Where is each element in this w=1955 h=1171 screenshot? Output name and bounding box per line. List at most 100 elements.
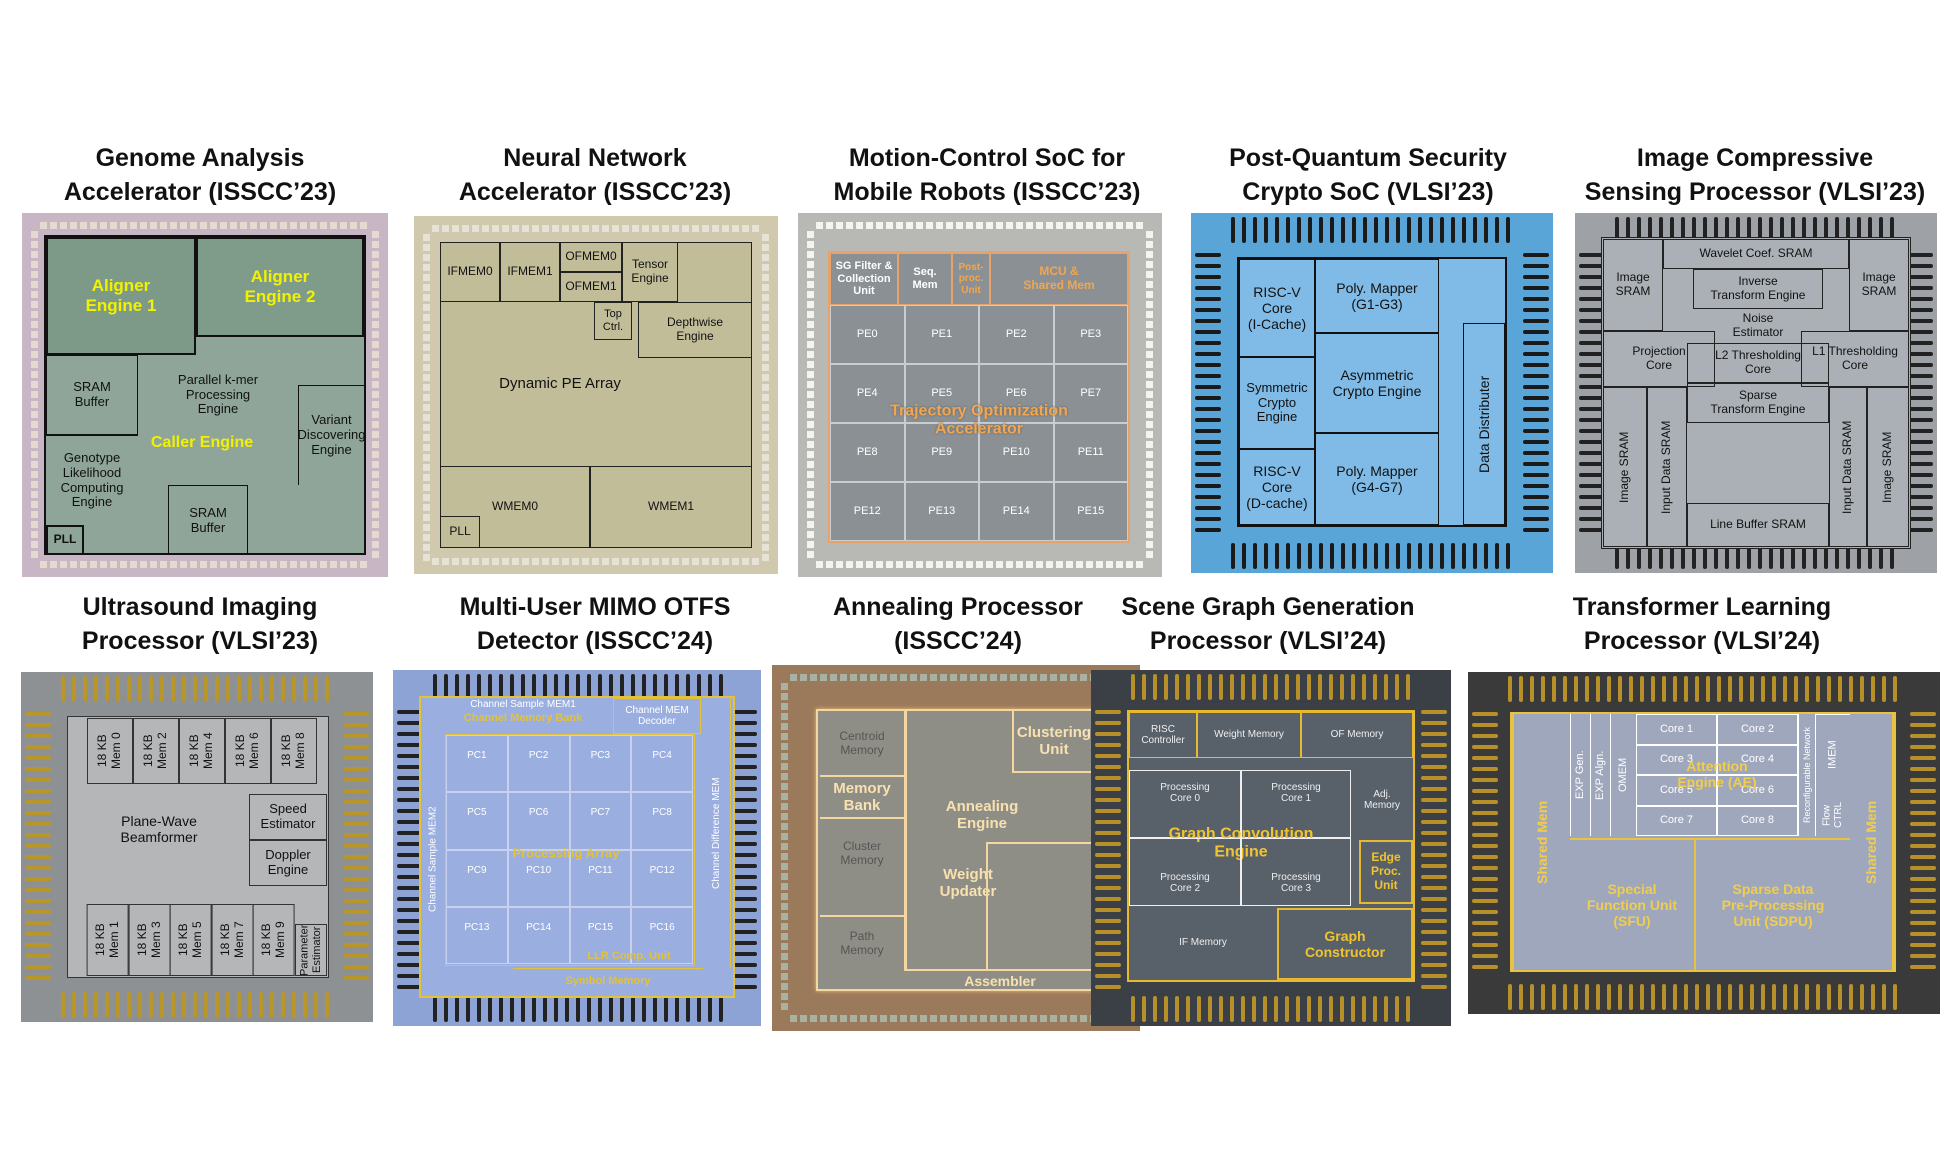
- pe-cell: PE1: [904, 305, 979, 364]
- die-photo-scene: RISC Controller Weight Memory OF Memory …: [1091, 670, 1451, 1026]
- block-flow-ctrl: Flow CTRL: [1821, 801, 1845, 829]
- core-cell: Core 1: [1636, 714, 1717, 745]
- chip-title-annealing: Annealing Processor (ISSCC’24): [780, 590, 1136, 658]
- pc-cell: PC13: [446, 906, 508, 964]
- block-channel-sample-mem1: Channel Sample MEM1: [470, 699, 576, 711]
- die-photo-neural: IFMEM0 IFMEM1 OFMEM0 OFMEM1 Tensor Engin…: [414, 216, 778, 574]
- block-symbol-memory: Symbol Memory: [513, 968, 703, 994]
- block-pll: PLL: [46, 525, 84, 555]
- title-line-2: Processor (VLSI’23): [81, 627, 319, 655]
- block-line-buffer: Line Buffer SRAM: [1687, 503, 1829, 547]
- block-memory-bank: Memory Bank: [820, 775, 904, 819]
- block-mcu: MCU & Shared Mem: [990, 253, 1128, 305]
- core-cell: Core 3: [1636, 744, 1717, 775]
- block-symmetric-crypto: Symmetric Crypto Engine: [1239, 357, 1315, 449]
- title-line-2: (ISSCC’24): [894, 627, 1022, 655]
- pc-cell: PC11: [569, 849, 632, 907]
- block-pll: PLL: [440, 516, 480, 548]
- block-annealing-engine: Annealing Engine: [945, 797, 1019, 832]
- block-adj-memory: Adj. Memory: [1363, 788, 1401, 812]
- pe-cell: PE12: [830, 482, 905, 541]
- block-assembler: Assembler: [904, 969, 1096, 991]
- chip-title-pq: Post-Quantum Security Crypto SoC (VLSI’2…: [1190, 141, 1546, 209]
- block-sdpu: Sparse Data Pre-Processing Unit (SDPU): [1696, 838, 1850, 970]
- mem-bottom-block: 18 KB Mem 9: [253, 904, 295, 976]
- die-photo-motion: SG Filter & Collection Unit Seq. Mem Pos…: [798, 213, 1162, 577]
- block-speed-estimator: Speed Estimator: [249, 794, 327, 840]
- block-kmer-engine: Parallel k-mer Processing Engine: [177, 371, 259, 417]
- block-input-data-sram-l: Input Data SRAM: [1647, 387, 1687, 547]
- block-post-proc: Post- proc. Unit: [952, 253, 990, 305]
- block-riscv-dcache: RISC-V Core (D-cache): [1239, 449, 1315, 525]
- block-attention-engine: Attention Engine (AE): [1677, 757, 1757, 790]
- chip-title-image: Image Compressive Sensing Processor (VLS…: [1560, 141, 1950, 209]
- block-clustering-unit: Clustering Unit: [1012, 709, 1096, 773]
- block-graph-constructor: Graph Constructor: [1277, 908, 1413, 980]
- pe-cell: PE2: [979, 305, 1054, 364]
- block-tensor-engine: Tensor Engine: [622, 242, 678, 302]
- mem-top-block: 18 KB Mem 2: [133, 718, 179, 784]
- mem-bottom-block: 18 KB Mem 5: [170, 904, 212, 976]
- block-path-memory: Path Memory: [820, 915, 904, 971]
- title-line-2: Processor (VLSI’24): [1583, 627, 1821, 655]
- title-line-1: Motion-Control SoC for: [848, 144, 1126, 172]
- block-sg-filter: SG Filter & Collection Unit: [830, 253, 898, 305]
- title-line-1: Genome Analysis: [95, 144, 305, 172]
- block-wmem0: WMEM0: [440, 466, 590, 548]
- mem-bottom-block: 18 KB Mem 7: [211, 904, 254, 976]
- block-weight-updater: Weight Updater: [939, 865, 997, 900]
- pc-cell: PC8: [631, 792, 693, 850]
- die-photo-image: Image SRAM Wavelet Coef. SRAM Image SRAM…: [1575, 213, 1937, 573]
- block-risc-controller: RISC Controller: [1129, 712, 1197, 758]
- block-trajectory-accelerator: Trajectory Optimization Accelerator: [890, 402, 1068, 438]
- title-line-1: Neural Network: [503, 144, 687, 172]
- block-exp-gen: EXP Gen.: [1570, 714, 1590, 836]
- pe-cell: PE7: [1053, 364, 1128, 423]
- block-sfu: Special Function Unit (SFU): [1570, 838, 1696, 970]
- block-sram-buffer-1: SRAM Buffer: [46, 355, 138, 435]
- block-ofmem1: OFMEM1: [560, 272, 622, 302]
- block-beamformer: Plane-Wave Beamformer: [120, 812, 198, 845]
- pe-cell: PE4: [830, 364, 905, 423]
- pc-cell: PC7: [569, 792, 632, 850]
- block-cluster-memory: Cluster Memory: [840, 839, 884, 867]
- block-llr-comp-unit: LLR Comp. Unit: [587, 949, 671, 962]
- block-shared-mem-right: Shared Mem: [1850, 714, 1894, 970]
- pc-cell: PC15: [569, 906, 632, 964]
- block-channel-mem-decoder: Channel MEM Decoder: [613, 698, 701, 734]
- mem-top-block: 18 KB Mem 6: [225, 718, 271, 784]
- title-line-2: Accelerator (ISSCC’23): [458, 178, 732, 206]
- pc-cell: PC10: [507, 849, 570, 907]
- block-l2-thresholding: L2 Thresholding Core: [1687, 343, 1829, 383]
- block-asymmetric-crypto: Asymmetric Crypto Engine: [1315, 333, 1439, 433]
- block-reconfigurable-network: Reconfigurable Network: [1798, 714, 1816, 836]
- block-l1-thresholding: L1 Thresholding Core: [1801, 331, 1909, 387]
- block-imem: IMEM: [1816, 714, 1850, 794]
- pe-cell: PE6: [979, 364, 1054, 423]
- block-riscv-icache: RISC-V Core (I-Cache): [1239, 259, 1315, 357]
- block-weight-memory: Weight Memory: [1197, 712, 1301, 758]
- die-photo-mimo: Channel Sample MEM1 Channel Memory Bank …: [393, 670, 761, 1026]
- block-doppler-engine: Doppler Engine: [249, 840, 327, 886]
- block-ifmem0: IFMEM0: [440, 242, 500, 302]
- mem-bottom-block: 18 KB Mem 1: [87, 904, 129, 976]
- pe-cell: PE0: [830, 305, 905, 364]
- block-aligner-engine-2: Aligner Engine 2: [196, 237, 364, 337]
- pe-cell: PE11: [1053, 423, 1128, 482]
- title-line-2: Mobile Robots (ISSCC’23): [833, 178, 1141, 206]
- block-aligner-engine-1: Aligner Engine 1: [46, 237, 196, 355]
- core-cell: Core 8: [1717, 805, 1798, 836]
- title-line-2: Accelerator (ISSCC’23): [63, 178, 337, 206]
- die-photo-annealing: Centroid Memory Memory Bank Cluster Memo…: [772, 665, 1140, 1031]
- die-photo-transformer: Shared Mem EXP Gen. EXP Algn. OMEM Core …: [1468, 672, 1940, 1014]
- pe-cell: PE14: [979, 482, 1054, 541]
- pe-cell: PE8: [830, 423, 905, 482]
- block-sram-buffer-2: SRAM Buffer: [168, 485, 248, 555]
- title-line-2: Processor (VLSI’24): [1149, 627, 1387, 655]
- mem-top-block: 18 KB Mem 0: [87, 718, 133, 784]
- pc-cell: PC5: [446, 792, 508, 850]
